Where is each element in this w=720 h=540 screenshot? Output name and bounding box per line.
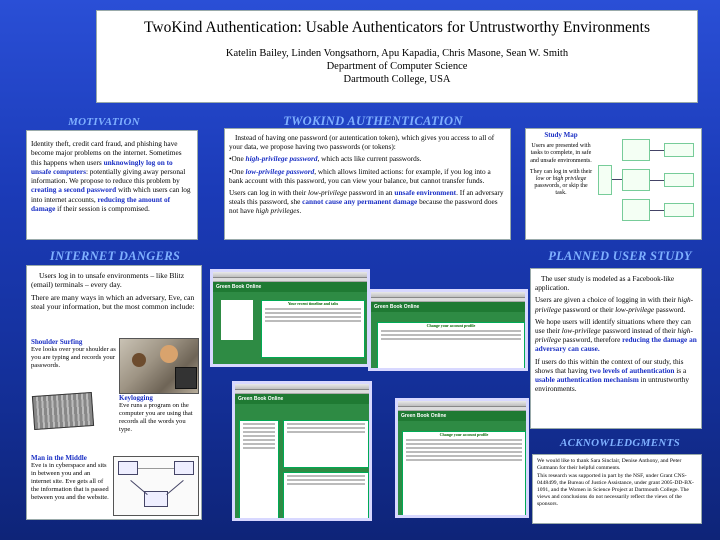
motivation-text: with which users can log into internet a… — [31, 185, 191, 204]
screenshot-site-name: Green Book Online — [371, 302, 525, 312]
diagram-node — [664, 173, 694, 187]
study-map-desc: Users are presented with tasks to comple… — [530, 143, 592, 164]
internet-dangers-box: Users log in to unsafe environments – li… — [26, 265, 202, 520]
twokind-box: Instead of having one password (or auten… — [224, 128, 511, 240]
planned-p3: We hope users will identify situations w… — [535, 316, 697, 354]
planned-p2: Users are given a choice of logging in w… — [535, 295, 694, 314]
dangers-intro-1: Users log in to unsafe environments – li… — [31, 271, 185, 290]
mitm-diagram-eve-node — [144, 491, 168, 507]
mitm-title: Man in the Middle — [31, 454, 87, 462]
acknowledgments-box: We would like to thank Sara Sinclair, De… — [532, 454, 702, 524]
screenshot-feed-panel — [283, 420, 369, 468]
screenshot-timeline: Green Book Online Your recent timeline a… — [210, 269, 370, 367]
motivation-box: Identity theft, credit card fraud, and p… — [26, 130, 198, 240]
diagram-node — [664, 203, 694, 217]
planned-p4: If users do this within the context of o… — [535, 356, 690, 394]
poster-header: TwoKind Authentication: Usable Authentic… — [96, 10, 698, 103]
dangers-intro-2: There are many ways in which an adversar… — [31, 292, 195, 312]
screenshot-profile-2: Green Book Online Change your account pr… — [395, 398, 529, 518]
shoulder-surfing-block: Shoulder Surfing Eve looks over your sho… — [31, 338, 117, 370]
mitm-diagram — [113, 456, 199, 516]
diagram-node — [664, 143, 694, 157]
diagram-node — [622, 169, 650, 191]
study-map-title: Study Map — [544, 131, 578, 139]
motivation-highlight-damage: reducing the amount of damage — [31, 194, 171, 214]
study-map-text: Study Map Users are presented with tasks… — [529, 131, 593, 198]
screenshot-content-panel: Your recent timeline and tabs — [261, 300, 365, 358]
section-title-acknowledgments: ACKNOWLEDGMENTS — [559, 437, 681, 449]
screenshot-site-name: Green Book Online — [235, 394, 369, 404]
poster-department: Department of Computer Science — [326, 61, 468, 72]
poster-college: Dartmouth College, USA — [343, 74, 451, 85]
screenshot-home: Green Book Online — [232, 381, 372, 521]
ack-p2: This research was supported in part by t… — [537, 473, 694, 507]
screenshot-site-name: Green Book Online — [213, 282, 367, 292]
motivation-text: if their session is compromised. — [55, 204, 150, 214]
diagram-node — [622, 199, 650, 221]
screenshot-side-list — [239, 420, 279, 518]
planned-study-box: The user study is modeled as a Facebook-… — [530, 268, 702, 429]
motivation-text: : potentially giving away personal infor… — [31, 166, 186, 186]
screenshot-login-panel — [221, 300, 253, 340]
screenshot-profile-panel: Change your account profile — [402, 431, 526, 515]
section-title-internet-dangers: INTERNET DANGERS — [49, 249, 181, 263]
ack-p1: We would like to thank Sara Sinclair, De… — [537, 458, 682, 471]
screenshot-panel-title: Change your account profile — [426, 323, 476, 328]
shoulder-surfing-photo — [119, 338, 199, 394]
motivation-highlight-unsafe: unknowingly log on to unsafe computers — [31, 157, 173, 176]
screenshot-panel-title: Change your account profile — [439, 432, 489, 437]
mitm-text: Eve is in cyberspace and sits in between… — [31, 462, 109, 501]
keyboard-image — [31, 391, 95, 431]
motivation-text: Identity theft, credit card fraud, and p… — [31, 139, 182, 167]
screenshot-site-name: Green Book Online — [398, 411, 526, 421]
twokind-bullet-low: •One low-privilege password, which allow… — [229, 166, 491, 185]
study-map-desc-2: They can log in with their low or high p… — [529, 168, 593, 197]
keylogging-block: Keylogging Eve runs a program on the com… — [119, 394, 199, 434]
shoulder-surfing-text: Eve looks over your shoulder as you are … — [31, 346, 116, 369]
screenshot-profile-panel: Change your account profile — [377, 322, 525, 368]
diagram-start-node — [598, 165, 612, 195]
study-map-diagram — [596, 135, 700, 237]
screenshot-profile-1: Green Book Online Change your account pr… — [368, 289, 528, 371]
shoulder-surfing-title: Shoulder Surfing — [31, 338, 83, 346]
motivation-highlight-second-password: creating a second password — [31, 185, 117, 195]
screenshot-panel-title: Your recent timeline and tabs — [287, 301, 339, 306]
planned-p1: The user study is modeled as a Facebook-… — [535, 274, 675, 293]
diagram-node — [622, 139, 650, 161]
keylogging-text: Eve runs a program on the computer you a… — [119, 402, 193, 433]
section-title-motivation: MOTIVATION — [68, 116, 140, 128]
mitm-block: Man in the Middle Eve is in cyberspace a… — [31, 454, 111, 502]
twokind-bullet-high: •One high-privilege password, which acts… — [229, 154, 422, 164]
poster-authors: Katelin Bailey, Linden Vongsathorn, Apu … — [225, 48, 569, 59]
mitm-diagram-user-node — [118, 461, 138, 475]
twokind-intro: Instead of having one password (or auten… — [229, 133, 495, 152]
twokind-usage: Users can log in with their low-privileg… — [229, 188, 504, 216]
study-map-box: Study Map Users are presented with tasks… — [525, 128, 702, 240]
section-title-planned-study: PLANNED USER STUDY — [548, 249, 692, 263]
keylogging-title: Keylogging — [119, 394, 153, 402]
poster-title: TwoKind Authentication: Usable Authentic… — [143, 19, 651, 36]
section-title-twokind: TWOKIND AUTHENTICATION — [283, 114, 463, 128]
mitm-diagram-site-node — [174, 461, 194, 475]
screenshot-feed-panel — [283, 472, 369, 518]
